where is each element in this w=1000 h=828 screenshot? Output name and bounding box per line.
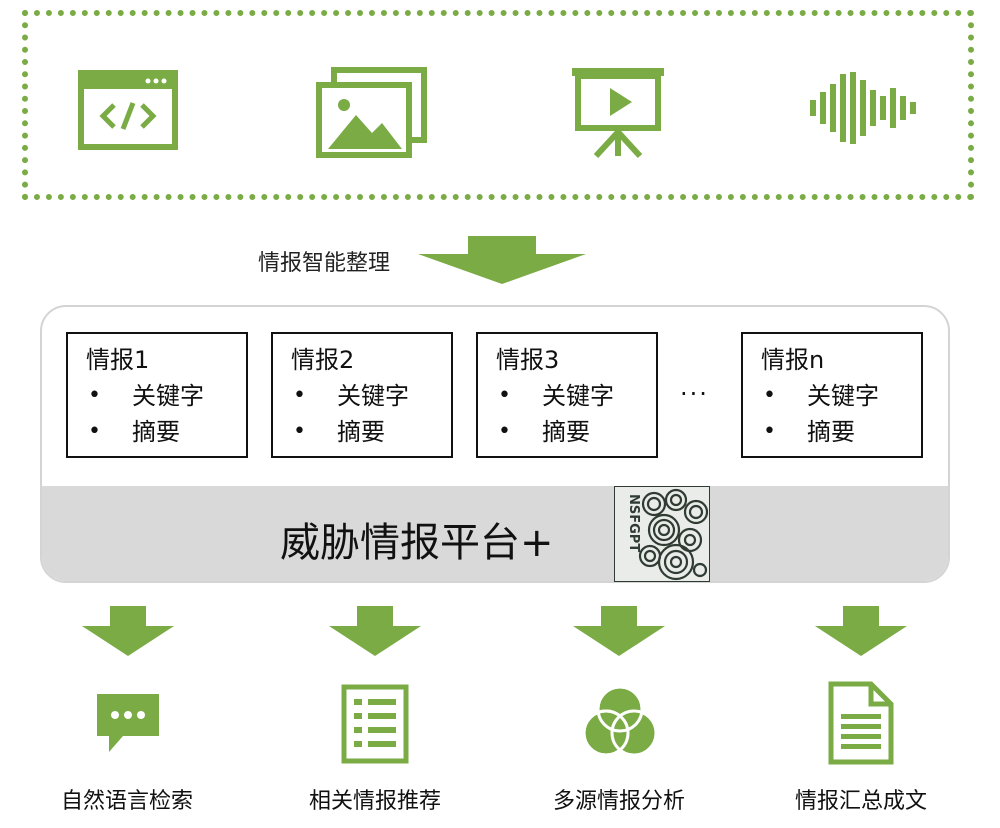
output-label: 情报汇总成文 <box>794 789 927 814</box>
bullet: • <box>498 383 511 408</box>
presentation-video-icon <box>570 64 666 160</box>
intel-card: 情报n • 关键字 • 摘要 <box>741 332 923 458</box>
intel-card: 情报3 • 关键字 • 摘要 <box>476 332 658 458</box>
logo-text: NSFGPT <box>626 494 641 552</box>
output-label: 多源情报分析 <box>552 789 685 814</box>
down-arrow <box>329 606 421 656</box>
card-title: 情报2 <box>291 346 355 374</box>
card-item-summary: 摘要 <box>132 418 180 446</box>
intel-card: 情报1 • 关键字 • 摘要 <box>66 332 248 458</box>
chat-bubble-icon <box>93 690 163 760</box>
card-title: 情报1 <box>86 346 150 374</box>
bullet: • <box>88 419 101 444</box>
process-label: 情报智能整理 <box>258 251 391 276</box>
text-document-icon <box>827 680 895 770</box>
card-item-keyword: 关键字 <box>337 382 409 410</box>
output-label: 相关情报推荐 <box>308 789 441 814</box>
card-item-summary: 摘要 <box>542 418 590 446</box>
output-label: 自然语言检索 <box>60 789 193 814</box>
list-document-icon <box>340 683 410 769</box>
audio-waveform-icon <box>808 70 920 146</box>
down-arrow <box>82 606 174 656</box>
source-region <box>22 10 974 200</box>
card-item-keyword: 关键字 <box>132 382 204 410</box>
bullet: • <box>293 419 306 444</box>
platform-title: 威胁情报平台+ <box>280 520 554 566</box>
card-title: 情报n <box>761 346 825 374</box>
card-item-keyword: 关键字 <box>807 382 879 410</box>
down-arrow <box>815 606 907 656</box>
intel-card: 情报2 • 关键字 • 摘要 <box>271 332 453 458</box>
bullet: • <box>293 383 306 408</box>
bullet: • <box>763 383 776 408</box>
card-item-summary: 摘要 <box>807 418 855 446</box>
process-arrow <box>418 236 586 284</box>
card-item-summary: 摘要 <box>337 418 385 446</box>
card-title: 情报3 <box>496 346 560 374</box>
bullet: • <box>763 419 776 444</box>
bullet: • <box>498 419 511 444</box>
code-window-icon <box>78 70 178 150</box>
card-item-keyword: 关键字 <box>542 382 614 410</box>
nsfgpt-logo: NSFGPT <box>613 485 711 583</box>
ellipsis: ··· <box>680 380 709 408</box>
bullet: • <box>88 383 101 408</box>
venn-diagram-icon <box>580 683 660 767</box>
image-gallery-icon <box>316 67 428 159</box>
platform-band <box>42 486 948 581</box>
down-arrow <box>573 606 665 656</box>
